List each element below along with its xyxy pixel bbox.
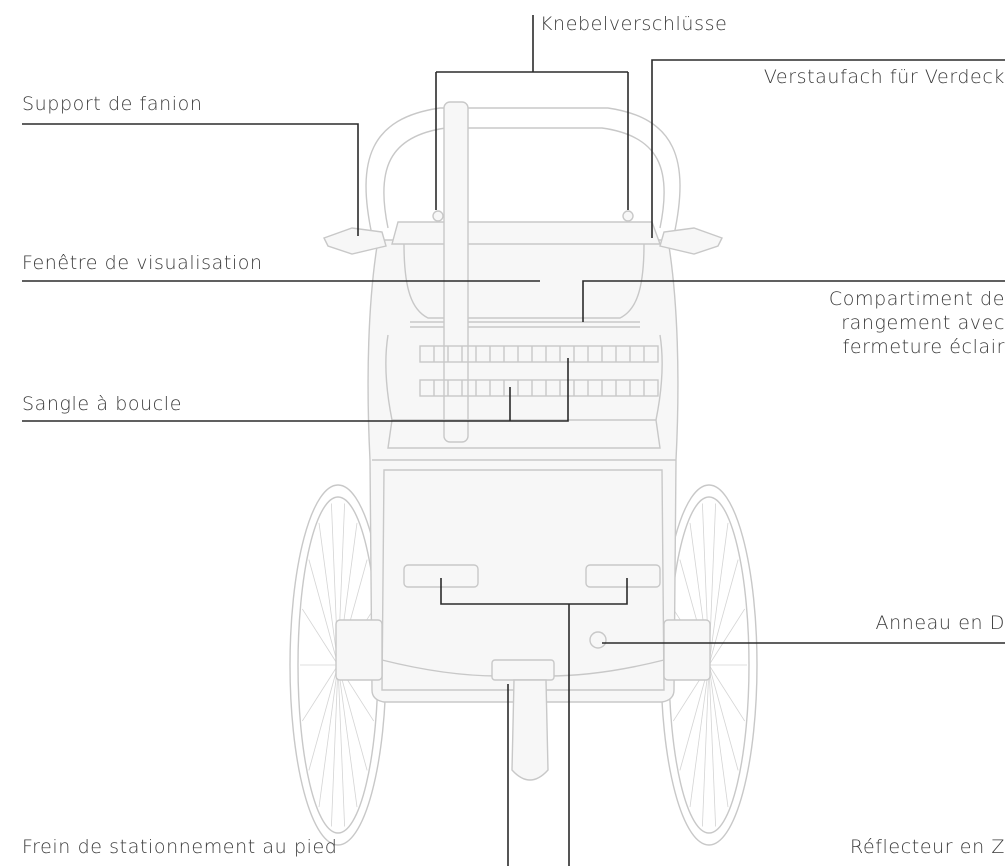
label-verstaufach: Verstaufach für Verdeck: [763, 66, 1005, 88]
wheel-spoke: [337, 664, 345, 827]
wheel-spoke: [708, 664, 746, 722]
wheel-spoke: [308, 664, 339, 771]
label-support-fanion: Support de fanion: [22, 93, 203, 115]
wheel-spoke: [318, 664, 339, 808]
label-knebelverschlusse: Knebelverschlüsse: [540, 13, 728, 35]
leader-sangle: [22, 358, 569, 422]
wheel-spoke: [708, 664, 729, 808]
leader-verstaufach: [651, 59, 1005, 238]
wheel-spoke: [708, 664, 716, 827]
label-reflecteur: Réflecteur en Z: [850, 836, 1005, 858]
buckle-strap: [419, 379, 659, 397]
wheel-spoke: [337, 664, 358, 808]
label-sangle: Sangle à boucle: [22, 393, 182, 415]
buckle-strap: [419, 345, 659, 363]
leader-knebel: [435, 15, 629, 210]
wheel-spoke: [301, 664, 339, 722]
wheel-spoke: [702, 664, 710, 827]
label-frein: Frein de stationnement au pied: [22, 836, 338, 858]
leader-compartiment: [582, 280, 1005, 322]
left-wheel: [289, 484, 387, 846]
wheel-spoke: [708, 608, 746, 666]
label-compartiment-line2: rangement avec: [841, 312, 1005, 334]
wheel-spoke: [689, 664, 710, 808]
wheel-spoke: [708, 664, 739, 771]
push-handle: [365, 107, 681, 236]
wheel-spoke: [679, 664, 710, 771]
wheel-spoke: [301, 608, 339, 666]
wheel-spoke: [708, 559, 739, 666]
label-fenetre: Fenêtre de visualisation: [22, 252, 263, 274]
label-anneau: Anneau en D: [875, 612, 1005, 634]
wheel-spoke: [308, 559, 339, 666]
leader-reflecteur: [440, 578, 628, 866]
wheel-spoke: [337, 664, 368, 771]
wheel-spoke: [708, 522, 729, 666]
wheel-spoke: [318, 522, 339, 666]
label-compartiment-line3: fermeture éclair: [842, 336, 1005, 358]
leader-support-fanion: [22, 123, 359, 236]
right-wheel: [660, 484, 758, 846]
wheel-spoke: [331, 664, 339, 827]
label-compartiment-line1: Compartiment de: [828, 288, 1005, 310]
